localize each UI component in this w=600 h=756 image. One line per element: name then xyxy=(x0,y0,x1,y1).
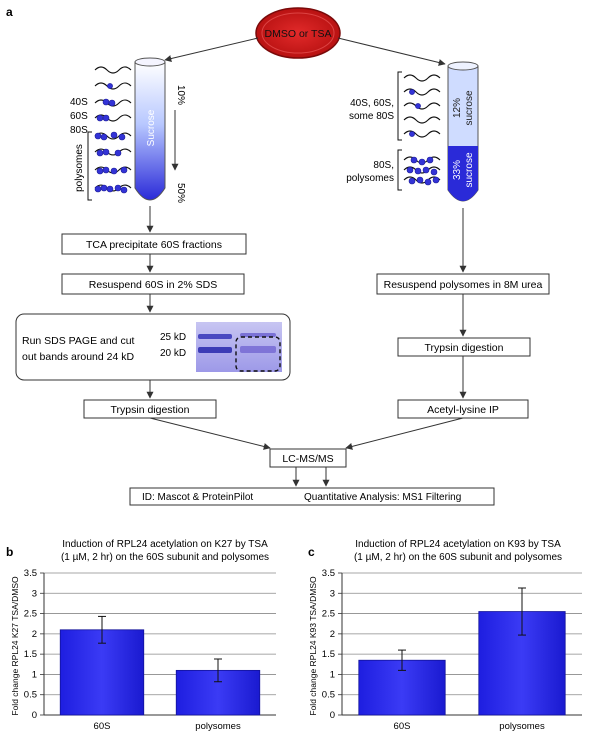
chart-b-xtick-label: polysomes xyxy=(195,721,241,732)
analysis-id-text: ID: Mascot & ProteinPilot xyxy=(142,492,253,503)
chart-b-ytick-label: 1.5 xyxy=(24,649,37,660)
fraction-label-40s: 40S xyxy=(70,97,88,108)
chart-c-ytick-label: 3 xyxy=(330,588,335,599)
right-bracket-2 xyxy=(397,149,402,191)
chart-c: Induction of RPL24 acetylation on K93 by… xyxy=(308,539,582,732)
right-group2-line1: 80S, xyxy=(373,160,394,171)
marker-25kd: 25 kD xyxy=(160,332,186,343)
box-tca xyxy=(61,233,247,255)
box-trypsin-left-text: Trypsin digestion xyxy=(111,404,190,416)
chart-b-ytick-label: 0.5 xyxy=(24,690,37,701)
box-lcms xyxy=(269,448,347,468)
cut-band-box xyxy=(235,336,281,372)
box-resuspend-urea-text: Resuspend polysomes in 8M urea xyxy=(384,279,543,291)
chart-c-ytick-label: 2 xyxy=(330,629,335,640)
layer2-pct: 33% xyxy=(452,160,463,180)
gradient-top-label: 10% xyxy=(175,85,186,105)
chart-b-bar-1 xyxy=(59,629,145,716)
chart-c-ytick-label: 1.5 xyxy=(322,649,335,660)
panel-label-b: b xyxy=(6,545,13,559)
right-group1-line2: some 80S xyxy=(349,111,394,122)
fraction-label-80s: 80S xyxy=(70,125,88,136)
arrow-dish-left xyxy=(164,37,259,62)
right-bracket-1 xyxy=(397,71,402,141)
box-trypsin-right xyxy=(397,337,531,357)
chart-b-ytick-label: 3.5 xyxy=(24,568,37,579)
right-group1-line1: 40S, 60S, xyxy=(350,98,394,109)
chart-c-ytick-label: 1 xyxy=(330,669,335,680)
chart-b-title-line2: (1 µM, 2 hr) on the 60S subunit and poly… xyxy=(61,552,269,563)
box-analysis xyxy=(129,487,495,506)
marker-20kd: 20 kD xyxy=(160,348,186,359)
right-sucrose-tube: 12% sucrose 33% sucrose xyxy=(447,61,479,202)
box-trypsin-right-text: Trypsin digestion xyxy=(425,342,504,354)
chart-b-ytick-label: 3 xyxy=(32,588,37,599)
chart-c-xtick-label: polysomes xyxy=(499,721,545,732)
chart-b-ytick-label: 0 xyxy=(32,710,37,721)
box-sds-page-line1: Run SDS PAGE and cut xyxy=(22,335,135,347)
right-ribosome-drawings xyxy=(403,74,441,186)
panel-label-c: c xyxy=(308,545,315,559)
arrow-left-to-lcms xyxy=(149,417,271,450)
gel-image xyxy=(196,322,282,372)
left-ribosome-drawings xyxy=(94,66,132,194)
chart-b-title-line1: Induction of RPL24 acetylation on K27 by… xyxy=(62,539,268,550)
layer1-pct: 12% xyxy=(452,98,463,118)
chart-b: Induction of RPL24 acetylation on K27 by… xyxy=(10,539,276,732)
right-group2-line2: polysomes xyxy=(346,173,394,184)
panel-label-a: a xyxy=(6,5,13,19)
chart-b-ytick-label: 1 xyxy=(32,669,37,680)
layer2-word: sucrose xyxy=(464,152,475,187)
left-sucrose-tube: Sucrose xyxy=(134,57,166,201)
box-sds-page-line2: out bands around 24 kD xyxy=(22,351,134,363)
box-resuspend-sds xyxy=(61,273,245,295)
chart-b-xtick-label: 60S xyxy=(94,721,111,732)
polysomes-label: polysomes xyxy=(74,144,85,192)
box-acetyl-ip-text: Acetyl-lysine IP xyxy=(427,404,499,416)
chart-c-ytick-label: 2.5 xyxy=(322,609,335,620)
chart-c-xtick-label: 60S xyxy=(394,721,411,732)
chart-b-ylabel: Fold change RPL24 K27 TSA/DMSO xyxy=(10,576,20,716)
fraction-label-60s: 60S xyxy=(70,111,88,122)
chart-c-ylabel: Fold change RPL24 K93 TSA/DMSO xyxy=(308,576,318,716)
arrow-right-to-lcms xyxy=(345,417,464,450)
box-resuspend-sds-text: Resuspend 60S in 2% SDS xyxy=(89,279,217,291)
chart-c-title-line2: (1 µM, 2 hr) on the 60S subunit and poly… xyxy=(354,552,562,563)
chart-b-ytick-label: 2.5 xyxy=(24,609,37,620)
tube-sucrose-label: Sucrose xyxy=(146,109,157,146)
chart-c-ytick-label: 0.5 xyxy=(322,690,335,701)
polysomes-bracket xyxy=(87,131,92,201)
dish-label: DMSO or TSA xyxy=(265,28,332,40)
arrow-dish-right xyxy=(337,37,446,66)
gradient-bottom-label: 50% xyxy=(175,183,186,203)
chart-c-title-line1: Induction of RPL24 acetylation on K93 by… xyxy=(355,539,561,550)
analysis-quant-text: Quantitative Analysis: MS1 Filtering xyxy=(304,492,461,503)
layer1-word: sucrose xyxy=(464,90,475,125)
box-tca-text: TCA precipitate 60S fractions xyxy=(86,239,222,251)
chart-c-ytick-label: 3.5 xyxy=(322,568,335,579)
box-lcms-text: LC-MS/MS xyxy=(282,453,333,465)
chart-b-ytick-label: 2 xyxy=(32,629,37,640)
petri-dish: DMSO or TSA xyxy=(255,7,341,59)
chart-c-ytick-label: 0 xyxy=(330,710,335,721)
